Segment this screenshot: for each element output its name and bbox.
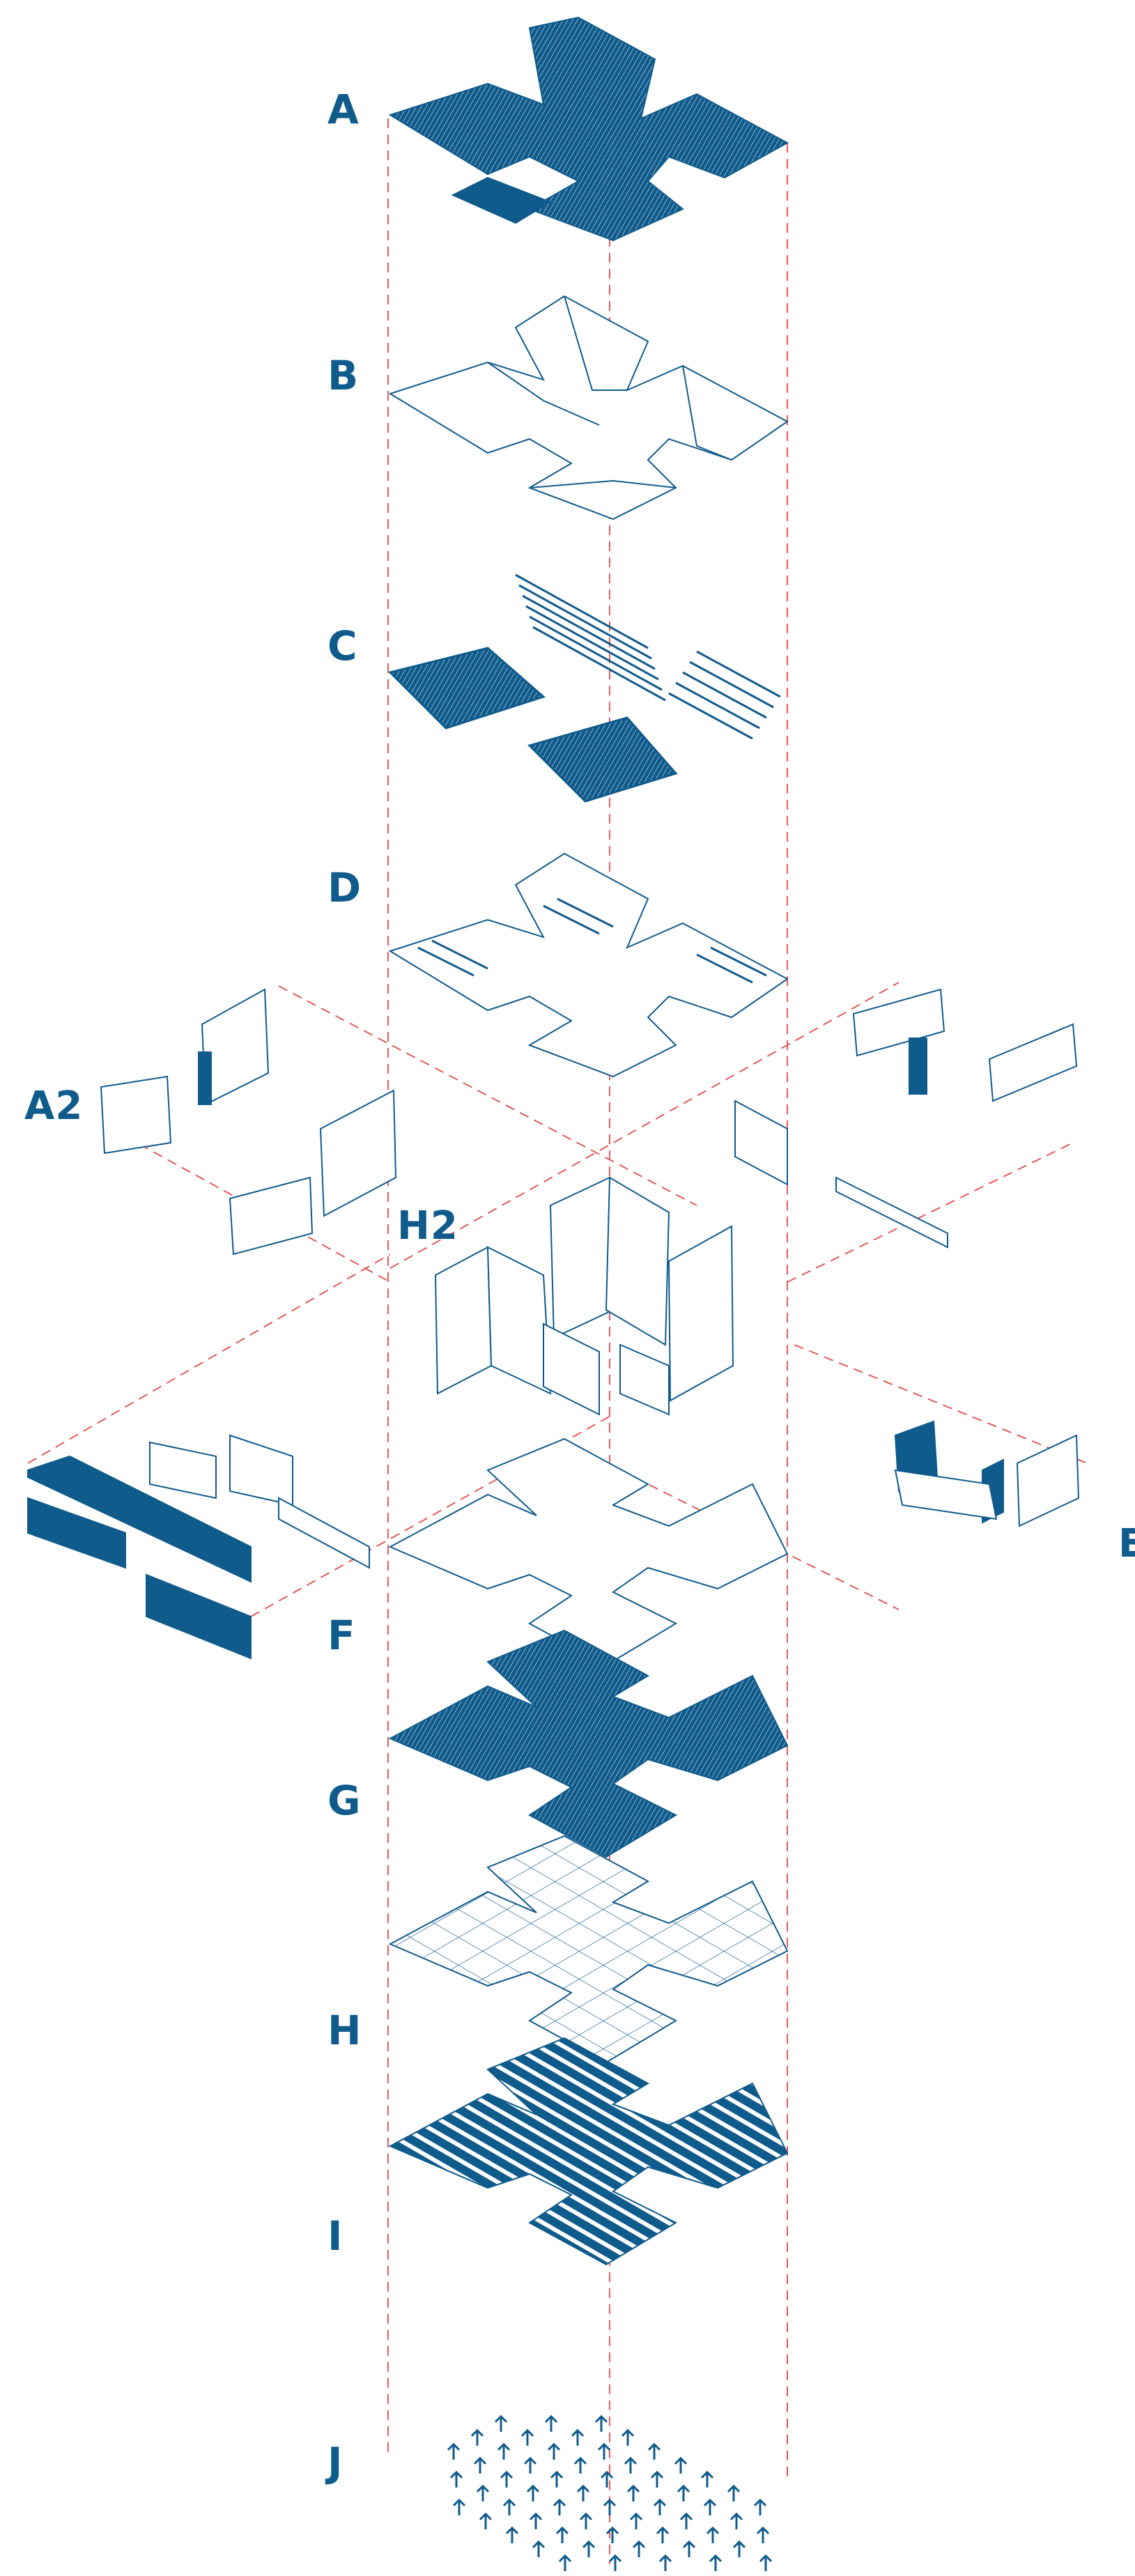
layer-c-battens: [388, 573, 781, 803]
pier-icon: [729, 2512, 743, 2529]
guide-diagonal-8: [794, 1344, 1088, 1464]
pier-icon: [656, 2526, 670, 2543]
pier-icon: [632, 2540, 646, 2557]
label-layer-h2: H2: [397, 1203, 458, 1249]
pier-icon: [579, 2512, 593, 2529]
label-layer-a2: A2: [24, 1083, 84, 1129]
pier-icon: [550, 2470, 564, 2488]
pier-icon: [706, 2526, 720, 2543]
label-layer-i: I: [327, 2212, 343, 2260]
pier-icon: [576, 2484, 590, 2501]
pier-icon: [679, 2512, 693, 2529]
pier-icon: [727, 2484, 741, 2501]
pier-icon: [759, 2554, 773, 2571]
pier-icon: [532, 2540, 546, 2557]
layer-a-roof: [388, 16, 789, 242]
pier-icon: [497, 2442, 511, 2460]
pier-icon: [544, 2414, 558, 2432]
pier-icon: [582, 2540, 596, 2557]
pier-icon: [573, 2456, 587, 2474]
layer-h-grid: [388, 1835, 789, 2064]
layer-e-walls: [734, 988, 1080, 1527]
pier-icon: [529, 2512, 543, 2529]
pier-icon: [523, 2456, 537, 2474]
guide-diagonal-1: [278, 985, 697, 1206]
pier-icon: [505, 2526, 519, 2543]
label-layer-b: B: [327, 352, 360, 399]
layer-g-floor: [388, 1629, 789, 1858]
layer-e2-walls: [27, 1434, 370, 1660]
label-layer-j: J: [327, 2439, 343, 2486]
pier-icon: [650, 2470, 664, 2488]
label-layer-f: F: [327, 1612, 356, 1659]
pier-icon: [605, 2526, 619, 2543]
layer-f-floor-outline: [388, 1437, 789, 1667]
label-layer-c: C: [327, 622, 358, 670]
pier-icon: [526, 2484, 540, 2501]
pier-icon: [700, 2470, 714, 2488]
pier-icon: [621, 2428, 635, 2446]
pier-icon: [447, 2442, 461, 2460]
pier-icon: [597, 2442, 611, 2460]
pier-icon: [647, 2442, 661, 2460]
pier-icon: [624, 2456, 638, 2474]
pier-icon: [709, 2554, 723, 2571]
pier-icon: [653, 2498, 667, 2515]
pier-icon: [732, 2540, 746, 2557]
pier-icon: [626, 2484, 640, 2501]
pier-icon: [494, 2414, 508, 2432]
layer-a2-walls: [100, 988, 397, 1256]
layer-h2-walls: [434, 1176, 734, 1416]
pier-icon: [558, 2554, 572, 2571]
pier-icon: [594, 2414, 608, 2432]
pier-icon: [677, 2484, 690, 2501]
pier-icon: [449, 2470, 463, 2488]
pier-icon: [476, 2484, 490, 2501]
label-layer-d: D: [327, 864, 362, 911]
pier-icon: [753, 2498, 767, 2515]
guide-diagonal-2: [111, 1128, 391, 1283]
layer-j-piers: [447, 2414, 773, 2571]
pier-icon: [603, 2498, 617, 2515]
pier-icon: [756, 2526, 770, 2543]
label-layer-a: A: [327, 86, 360, 133]
guide-diagonal-3: [389, 982, 899, 1269]
pier-icon: [703, 2498, 717, 2515]
label-layer-e: E: [1118, 1521, 1135, 1566]
pier-icon: [452, 2498, 466, 2515]
pier-icon: [555, 2526, 569, 2543]
pier-icon: [500, 2470, 514, 2488]
guide-diagonal-4: [787, 1142, 1074, 1283]
pier-icon: [502, 2498, 516, 2515]
label-layer-h: H: [327, 2007, 362, 2054]
layer-d-structure: [388, 852, 789, 1078]
pier-icon: [571, 2428, 585, 2446]
pier-icon: [479, 2512, 493, 2529]
pier-icon: [658, 2554, 672, 2571]
layer-i-joists: [388, 2037, 789, 2266]
pier-icon: [682, 2540, 696, 2557]
pier-icon: [553, 2498, 566, 2515]
label-layer-g: G: [327, 1777, 362, 1824]
pier-icon: [629, 2512, 643, 2529]
pier-icon: [674, 2456, 688, 2474]
pier-icon: [600, 2470, 614, 2488]
pier-icon: [520, 2428, 534, 2446]
pier-icon: [473, 2456, 487, 2474]
layer-b-frame: [388, 295, 789, 520]
pier-icon: [470, 2428, 484, 2446]
guide-diagonal-5: [27, 1254, 391, 1464]
pier-icon: [547, 2442, 561, 2460]
pier-icon: [608, 2554, 622, 2571]
